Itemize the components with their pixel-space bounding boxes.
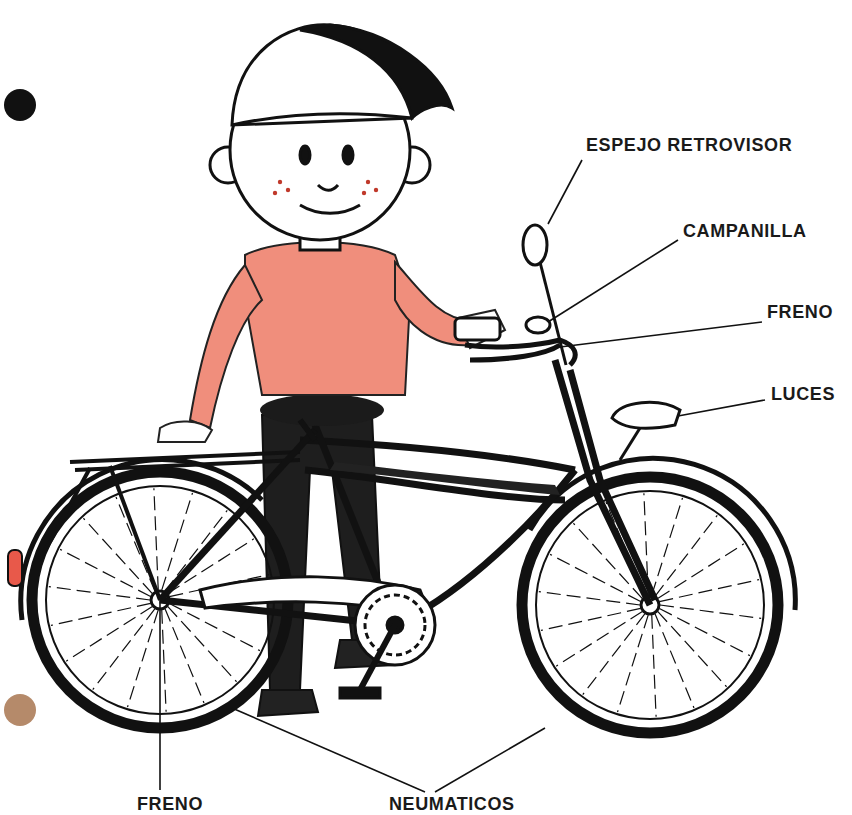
wheel-spoke [162,610,166,712]
handlebar [465,340,575,365]
punch-hole [4,694,36,726]
rear-rack [110,466,160,600]
leader-line [548,240,678,322]
seat-post [300,420,315,440]
leader-line [160,160,765,792]
wheel-spoke [154,488,158,590]
frame-tank [330,462,560,495]
wheel-spoke [66,606,152,661]
freckles [273,191,277,195]
wheel-spoke [541,608,641,630]
wheel-spoke [49,587,150,600]
freckles [273,180,378,195]
wheel-spoke [127,610,158,707]
rear-rack [75,460,300,470]
wheel-spoke [539,592,640,605]
wheel-spoke [583,614,645,695]
wheel-spoke [168,606,237,681]
boy-head [232,114,412,125]
wheel-spoke [116,497,155,591]
rear-rack [40,468,90,560]
leader-line [548,160,582,224]
wheel-spoke [165,609,204,703]
leader-line [435,728,545,792]
boy-head [300,25,452,118]
wheel-spoke [660,605,761,618]
part-label: NEUMATICOS [389,794,515,814]
part-label: CAMPANILLA [683,221,807,241]
punch-hole [4,89,36,121]
freckles [374,188,378,192]
bicycle-frame [160,430,315,600]
bicycle-bell [526,317,550,333]
boy-head [300,205,360,213]
bicycle-saddle [260,394,384,426]
wheel-spoke [51,603,151,625]
freckles [286,188,290,192]
bicycle-light [612,402,680,460]
part-label: LUCES [771,384,835,404]
boy-head [210,25,452,250]
boy-hand [158,421,212,442]
boy-shirt [190,242,470,428]
bicycle-light [620,428,640,460]
wheel-spoke [162,493,193,590]
wheel-spoke [652,615,656,717]
leader-line [159,600,161,790]
wheel-spoke [658,611,727,686]
bicycle-light [612,402,680,428]
wheel-spoke [655,515,717,596]
boy-head [300,146,310,164]
crank-set [360,625,395,690]
part-label: FRENO [767,302,833,322]
boy-hand [158,310,505,442]
crank-set [340,688,380,698]
leader-line [560,322,762,347]
boy-head [318,185,338,190]
crank-set [200,577,435,698]
boy-legs [258,690,318,716]
boy-head [343,146,353,164]
boy-shirt [190,265,262,428]
wheel-spoke [617,615,648,712]
leader-line [232,708,425,792]
wheel-spoke [652,498,683,595]
boy-shirt [245,242,410,395]
freckles [366,180,370,184]
part-label: FRENO [137,794,203,814]
wheel-spoke [655,614,694,708]
wheel-spoke [658,544,744,599]
rear-view-mirror [523,225,547,265]
rear-view-mirror [523,225,566,365]
handlebar [455,318,500,340]
part-label: ESPEJO RETROVISOR [586,135,792,155]
handlebar [470,345,560,360]
bicycle-frame [160,360,655,625]
wheel-spoke [659,580,759,602]
wheel-spoke [659,608,750,655]
freckles [362,191,366,195]
wheel-spoke [93,609,155,690]
leader-line [678,400,765,416]
wheel-spoke [60,549,151,596]
bicycle-wheel [32,472,778,733]
wheel-spoke [556,611,642,666]
rear-reflector [8,550,22,586]
freckles [278,180,282,184]
